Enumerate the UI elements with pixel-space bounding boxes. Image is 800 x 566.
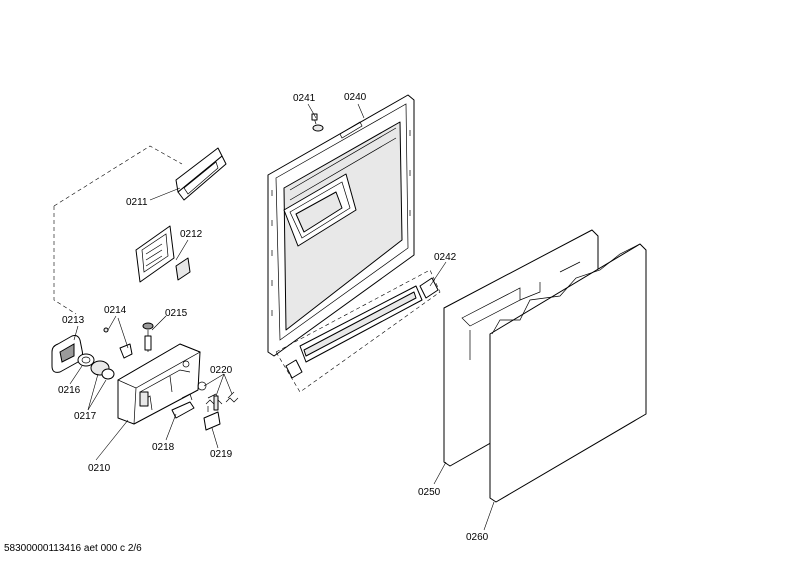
- callout-0220: 0220: [210, 365, 233, 376]
- seal-ring-0216: [77, 353, 95, 367]
- callout-0212: 0212: [180, 229, 203, 240]
- cover-0212: [135, 225, 191, 283]
- inner-door-panel-0240: [267, 94, 415, 357]
- springs-0220: [197, 381, 239, 411]
- screw-0241: [311, 113, 324, 132]
- callout-0215: 0215: [165, 308, 188, 319]
- bolt-0215: [142, 322, 154, 352]
- callout-0242: 0242: [434, 252, 457, 263]
- callout-0216: 0216: [58, 385, 81, 396]
- knob-parts-0217: [90, 360, 115, 380]
- latch-0218: [171, 393, 195, 419]
- callout-0214: 0214: [104, 305, 127, 316]
- callout-0250: 0250: [418, 487, 441, 498]
- small-parts-0214: [103, 327, 133, 359]
- gasket-0211: [175, 147, 227, 201]
- leader-lines: [69, 103, 495, 531]
- document-id: 58300000113416 aet 000 c 2/6: [4, 543, 142, 554]
- callout-0219: 0219: [210, 449, 233, 460]
- switch-0219: [203, 406, 221, 431]
- callout-0241: 0241: [293, 93, 316, 104]
- assembly-outline-dashed: [53, 145, 183, 315]
- callout-0213: 0213: [62, 315, 85, 326]
- callout-0260: 0260: [466, 532, 489, 543]
- decor-panel-0260: [489, 243, 647, 503]
- callout-0217: 0217: [74, 411, 97, 422]
- callout-0218: 0218: [152, 442, 175, 453]
- callout-0240: 0240: [344, 92, 367, 103]
- callout-0211: 0211: [126, 197, 148, 208]
- callout-0210: 0210: [88, 463, 111, 474]
- bottom-strip-0242: [275, 269, 441, 393]
- handle-cover-0213: [51, 335, 83, 373]
- control-module-0210: [117, 343, 201, 425]
